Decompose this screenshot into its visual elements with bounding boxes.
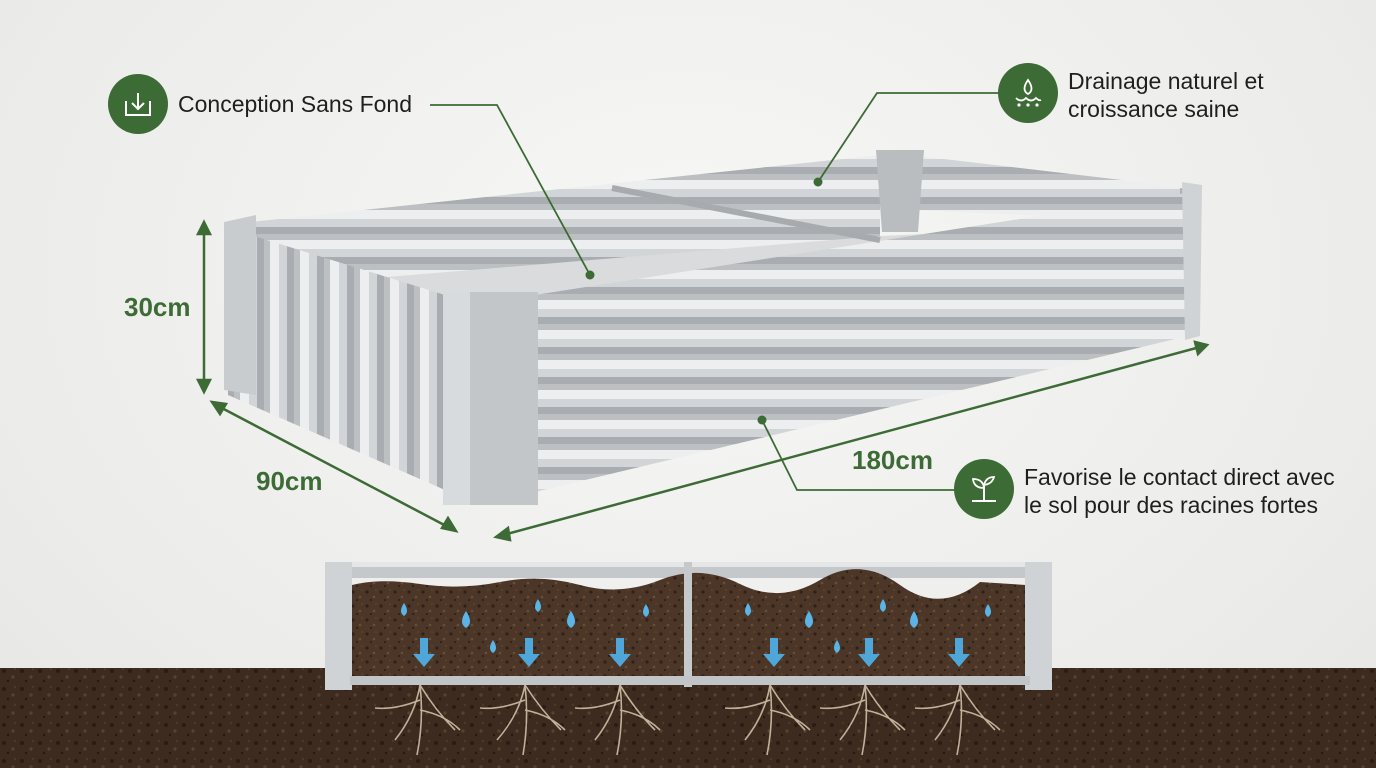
sprout-icon (971, 476, 996, 502)
back-left-post (224, 215, 256, 395)
roots (374, 684, 1001, 756)
download-arrow-icon (125, 93, 151, 116)
water-drops-icon (1015, 78, 1042, 107)
cross-brace (611, 185, 881, 243)
left-wall (228, 228, 445, 490)
drainage-arrows (413, 638, 970, 667)
front-wall (535, 192, 1192, 492)
middle-bracket (876, 150, 924, 232)
height-dimension-label: 30cm (124, 292, 191, 322)
drainage-callout-text: Drainage naturel et croissance saine (1068, 68, 1264, 122)
cross-section (325, 562, 1052, 690)
roots-callout-badge (954, 459, 1014, 519)
length-dimension-arrow (493, 340, 1210, 542)
roots-callout-text: Favorise le contact direct avec le sol p… (1024, 464, 1335, 518)
back-wall (250, 155, 880, 290)
height-dimension-arrow (195, 219, 213, 395)
width-dimension-arrow (209, 400, 459, 533)
bottomless-callout-badge (108, 74, 168, 134)
right-post (1182, 182, 1202, 340)
length-dimension-label: 180cm (852, 445, 933, 475)
leader-lines (430, 92, 1000, 491)
width-dimension-label: 90cm (256, 466, 323, 496)
bottomless-callout-text: Conception Sans Fond (178, 91, 412, 117)
water-drops (401, 599, 991, 653)
drainage-callout-badge (998, 63, 1058, 123)
